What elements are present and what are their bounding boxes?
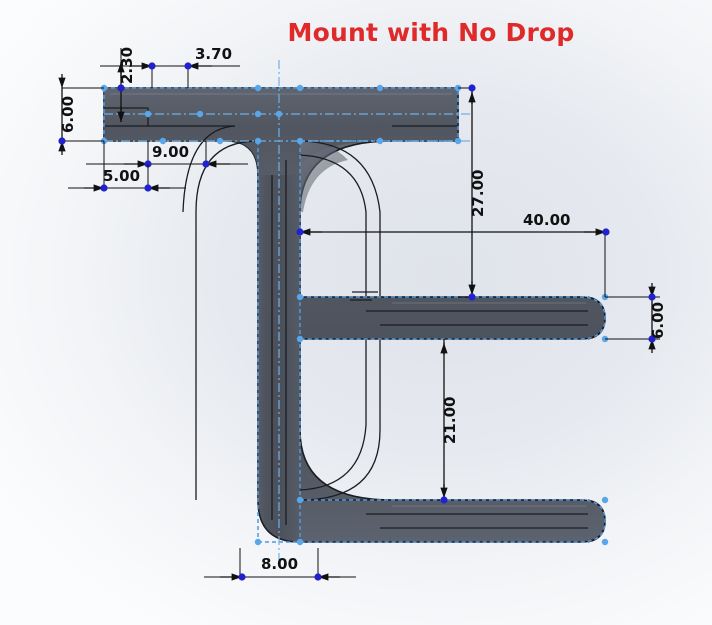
part-top-bar-shading bbox=[104, 88, 458, 175]
dimension-label-2-30[interactable]: 2.30 bbox=[118, 46, 136, 84]
dimension-6-left[interactable] bbox=[58, 74, 104, 155]
dimension-2-30[interactable] bbox=[117, 48, 125, 122]
dimension-6-right[interactable] bbox=[605, 283, 660, 353]
part-highlights bbox=[110, 93, 586, 507]
sketch-centerlines bbox=[104, 60, 470, 560]
dimension-label-21-00[interactable]: 21.00 bbox=[441, 396, 459, 444]
dimension-label-8-00[interactable]: 8.00 bbox=[261, 555, 299, 573]
page-title: Mount with No Drop bbox=[287, 18, 575, 47]
dimension-label-3-70[interactable]: 3.70 bbox=[195, 45, 233, 63]
part-fillet-upper bbox=[300, 141, 348, 212]
part-spine-shading bbox=[258, 175, 300, 542]
dimension-label-6-right[interactable]: 6.00 bbox=[649, 301, 667, 339]
dimension-label-27-00[interactable]: 27.00 bbox=[469, 169, 487, 217]
dimension-9-00[interactable] bbox=[86, 141, 248, 168]
dimension-label-5-00[interactable]: 5.00 bbox=[103, 167, 141, 185]
dimension-27-00[interactable] bbox=[458, 84, 476, 301]
dimension-annotations[interactable] bbox=[58, 48, 660, 581]
dimension-3-70[interactable] bbox=[100, 62, 240, 88]
dimension-21-00[interactable] bbox=[440, 339, 448, 504]
dimension-8-00[interactable] bbox=[204, 548, 356, 581]
dimension-label-6-left[interactable]: 6.00 bbox=[59, 95, 77, 133]
dimension-label-40-00[interactable]: 40.00 bbox=[523, 211, 571, 229]
dimension-5-00[interactable] bbox=[68, 164, 186, 192]
sketch-bottom-arm bbox=[300, 499, 606, 543]
part-solid[interactable] bbox=[103, 87, 606, 543]
sketch-mid-arm bbox=[300, 296, 606, 340]
sketch-points[interactable] bbox=[100, 84, 609, 546]
dimension-40-00[interactable] bbox=[296, 228, 610, 297]
dimension-label-9-00[interactable]: 9.00 bbox=[152, 143, 190, 161]
